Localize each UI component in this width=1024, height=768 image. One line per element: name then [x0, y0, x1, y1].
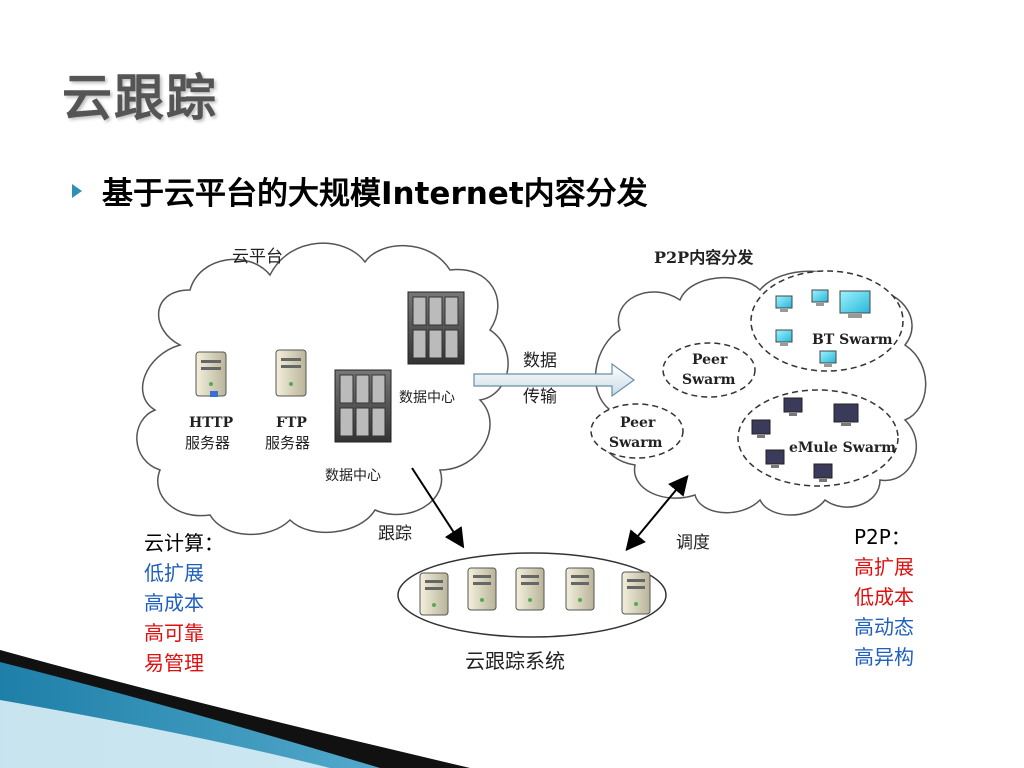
server-icon: [565, 567, 595, 611]
computer-icon: [819, 350, 837, 367]
data-transfer-label-line1: 数据: [523, 351, 557, 371]
bullet-item: 基于云平台的大规模Internet内容分发: [72, 168, 648, 213]
datacenter-rack-icon: [334, 369, 392, 443]
http-server-name: HTTP: [189, 415, 234, 431]
peer-swarm-1-ellipse: [662, 342, 756, 398]
cloud-platform-shape: [136, 242, 509, 536]
computer-icon: [775, 329, 793, 346]
p2p-heading: P2P：: [854, 525, 911, 549]
datacenter-bottom-label: 数据中心: [325, 468, 381, 484]
datacenter-rack-icon: [407, 291, 465, 365]
cloud-computing-item: 低扩展: [144, 561, 204, 585]
computer-icon: [751, 419, 771, 438]
track-arrow: [411, 467, 465, 549]
server-icon: [419, 572, 449, 616]
cloud-platform-label: 云平台: [232, 247, 283, 267]
data-transfer-arrow-icon: [473, 362, 636, 398]
ftp-server-name: FTP: [276, 415, 307, 431]
computer-icon: [839, 290, 871, 318]
cloud-computing-item: 高可靠: [144, 621, 204, 645]
track-label: 跟踪: [378, 524, 412, 544]
computer-icon: [775, 295, 793, 312]
p2p-distribution-label: P2P内容分发: [654, 248, 754, 267]
slide-title: 云跟踪: [62, 69, 218, 127]
peer-swarm-2-label-line1: Peer: [620, 415, 656, 431]
peer-swarm-2-ellipse: [590, 403, 684, 459]
computer-icon: [783, 397, 803, 416]
computer-icon: [833, 403, 859, 426]
schedule-label: 调度: [676, 533, 710, 553]
ftp-server-type: 服务器: [265, 434, 310, 452]
bt-swarm-label: BT Swarm: [812, 332, 893, 348]
http-server-type: 服务器: [185, 434, 230, 452]
p2p-item: 高动态: [854, 615, 914, 639]
ftp-server-icon: [275, 349, 307, 397]
data-transfer-label-line2: 传输: [523, 387, 557, 407]
datacenter-top-label: 数据中心: [399, 390, 455, 406]
computer-icon: [811, 289, 829, 306]
cloud-computing-item: 易管理: [144, 651, 204, 675]
emule-swarm-label: eMule Swarm: [789, 440, 896, 456]
peer-swarm-2-label-line2: Swarm: [609, 435, 663, 451]
cloud-computing-item: 高成本: [144, 591, 204, 615]
tracking-system-label: 云跟踪系统: [465, 649, 565, 673]
peer-swarm-1-label-line1: Peer: [692, 352, 728, 368]
server-icon: [621, 571, 651, 615]
bullet-text: 基于云平台的大规模Internet内容分发: [102, 176, 648, 212]
p2p-properties: P2P： 高扩展 低成本 高动态 高异构: [854, 522, 914, 672]
bullet-arrow-icon: [72, 183, 82, 198]
peer-swarm-1-label-line2: Swarm: [682, 372, 736, 388]
p2p-item: 低成本: [854, 585, 914, 609]
schedule-arrow: [625, 474, 689, 552]
cloud-computing-heading: 云计算：: [144, 531, 224, 555]
server-icon: [467, 567, 497, 611]
computer-icon: [813, 463, 833, 482]
cloud-computing-properties: 云计算： 低扩展 高成本 高可靠 易管理: [144, 528, 224, 678]
p2p-item: 高异构: [854, 645, 914, 669]
computer-icon: [765, 449, 785, 468]
server-icon: [515, 567, 545, 611]
http-server-icon: [195, 351, 227, 397]
p2p-item: 高扩展: [854, 555, 914, 579]
